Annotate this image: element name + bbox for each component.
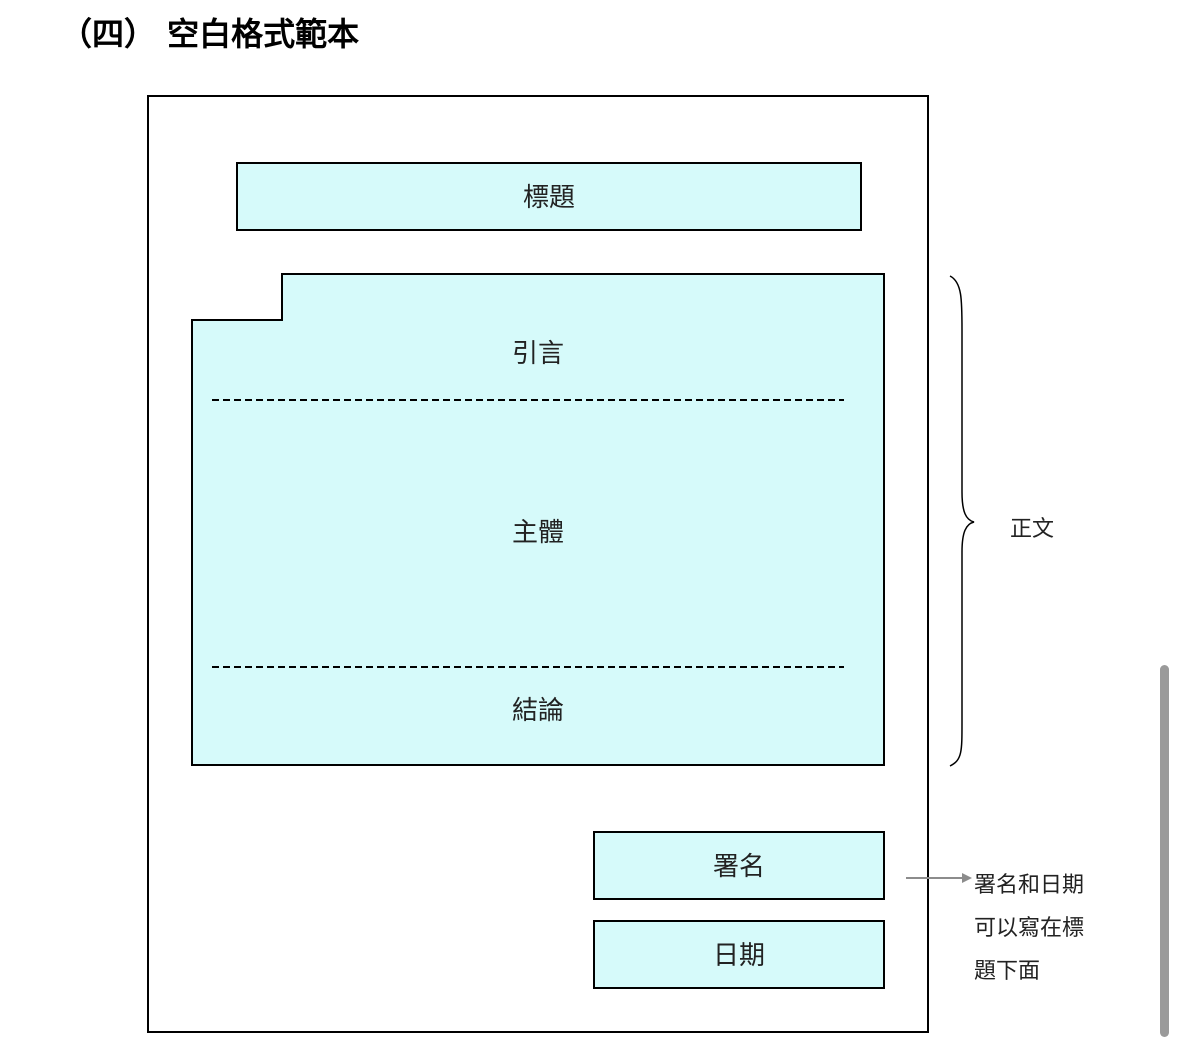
date-box — [593, 920, 885, 989]
note-line-3: 題下面 — [974, 959, 1040, 984]
conclusion-label: 結論 — [512, 696, 564, 726]
note-line-1: 署名和日期 — [974, 873, 1084, 898]
brace — [949, 275, 975, 767]
body-label: 主體 — [512, 518, 564, 548]
vertical-scrollbar[interactable] — [1160, 665, 1169, 1037]
signature-label: 署名 — [713, 852, 765, 882]
page-heading: （四） 空白格式範本 — [60, 15, 360, 53]
intro-label: 引言 — [512, 339, 564, 369]
note-arrowhead — [962, 873, 972, 883]
date-label: 日期 — [713, 941, 765, 971]
title-label: 標題 — [523, 183, 575, 213]
body-box — [191, 273, 885, 766]
note-line-2: 可以寫在標 — [974, 916, 1084, 941]
signature-box — [593, 831, 885, 900]
title-box — [236, 162, 862, 231]
brace-label: 正文 — [1010, 517, 1054, 542]
